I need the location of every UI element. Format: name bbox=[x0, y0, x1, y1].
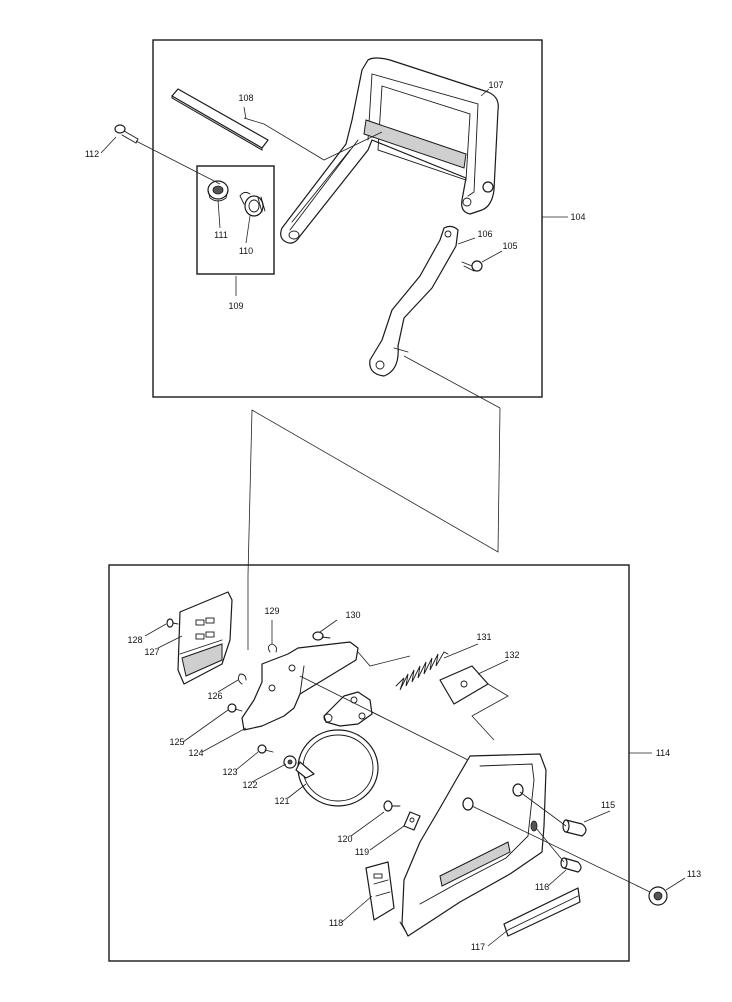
part-107-front-handle bbox=[280, 57, 499, 244]
part-122-washer bbox=[283, 755, 297, 769]
label-130: 130 bbox=[345, 610, 360, 620]
label-106: 106 bbox=[477, 229, 492, 239]
part-132-plate bbox=[439, 665, 489, 705]
part-120-screw bbox=[383, 800, 401, 812]
part-113-nut bbox=[648, 886, 668, 906]
part-125-screw bbox=[227, 703, 243, 713]
part-130-screw bbox=[312, 631, 331, 641]
label-127: 127 bbox=[144, 647, 159, 657]
label-129: 129 bbox=[264, 606, 279, 616]
part-110-bushing bbox=[239, 191, 266, 217]
part-114-side-cover bbox=[399, 753, 547, 937]
label-123: 123 bbox=[222, 767, 237, 777]
part-121-brake-band bbox=[295, 729, 379, 807]
part-111-nut bbox=[207, 180, 229, 202]
part-119-plate bbox=[403, 811, 421, 831]
label-121: 121 bbox=[274, 796, 289, 806]
label-110: 110 bbox=[239, 246, 253, 256]
label-108: 108 bbox=[238, 93, 253, 103]
part-128-screw bbox=[166, 618, 179, 628]
label-118: 118 bbox=[329, 918, 343, 928]
label-124: 124 bbox=[188, 748, 203, 758]
label-113: 113 bbox=[687, 869, 701, 879]
label-131: 131 bbox=[476, 632, 491, 642]
upper-leader-lines bbox=[100, 88, 568, 296]
part-124-brake-lever bbox=[241, 641, 359, 731]
label-109: 109 bbox=[228, 301, 243, 311]
label-126: 126 bbox=[207, 691, 222, 701]
part-112-screw bbox=[114, 124, 139, 144]
label-120: 120 bbox=[337, 834, 352, 844]
brake-link bbox=[323, 691, 373, 727]
label-119: 119 bbox=[355, 847, 369, 857]
part-115-stud bbox=[562, 819, 587, 837]
part-129-clip bbox=[267, 643, 277, 653]
part-131-spring bbox=[395, 651, 449, 691]
part-123-screw bbox=[257, 744, 274, 754]
label-115: 115 bbox=[601, 800, 615, 810]
upper-labels: 108 107 112 111 110 109 104 106 105 bbox=[85, 80, 586, 311]
label-105: 105 bbox=[502, 241, 517, 251]
label-117: 117 bbox=[471, 942, 485, 952]
part-108-rubber-strip bbox=[171, 88, 269, 151]
label-107: 107 bbox=[488, 80, 503, 90]
lower-leader-lines bbox=[144, 619, 686, 947]
label-104: 104 bbox=[570, 212, 585, 222]
subassembly-109-frame bbox=[196, 165, 275, 275]
lower-assembly-frame bbox=[108, 564, 630, 962]
label-112: 112 bbox=[85, 149, 99, 159]
part-127-plate bbox=[177, 591, 233, 685]
part-126-clip bbox=[237, 673, 247, 685]
part-117-strip bbox=[503, 887, 581, 937]
connection-lines bbox=[247, 355, 501, 650]
upper-assembly-frame bbox=[152, 39, 543, 398]
part-118-cover-plate bbox=[365, 861, 395, 921]
label-111: 111 bbox=[214, 230, 228, 240]
label-122: 122 bbox=[242, 780, 257, 790]
label-128: 128 bbox=[127, 635, 142, 645]
label-114: 114 bbox=[656, 748, 670, 758]
label-125: 125 bbox=[169, 737, 184, 747]
lower-labels: 128 127 129 130 131 132 126 125 124 123 … bbox=[127, 606, 701, 952]
part-106-bracket bbox=[369, 225, 459, 377]
part-116-stud bbox=[560, 857, 582, 873]
label-116: 116 bbox=[535, 882, 549, 892]
part-105-screw bbox=[461, 260, 483, 272]
label-132: 132 bbox=[504, 650, 519, 660]
